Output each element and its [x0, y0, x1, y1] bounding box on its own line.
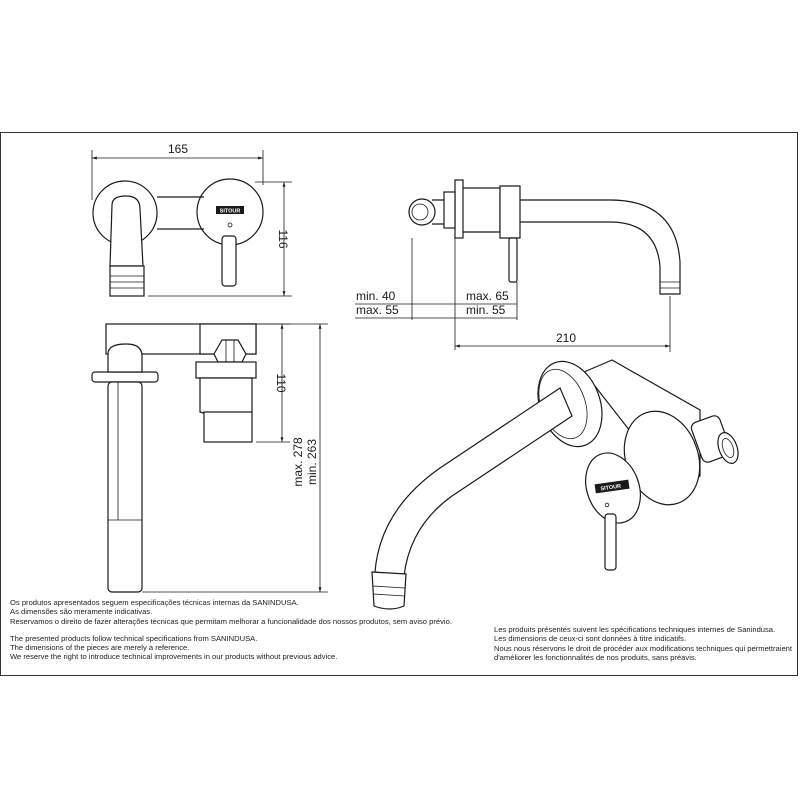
dimension-min-55: min. 55 — [466, 303, 506, 317]
notes-right: Les produits présentés suivent les spéci… — [494, 625, 792, 662]
dimension-210: 210 — [556, 331, 576, 345]
note-fr-1: Les produits présentés suivent les spéci… — [494, 625, 776, 634]
dimension-116: 116 — [276, 229, 290, 248]
note-fr-3: Nous nous réservons le droit de procéder… — [494, 643, 793, 653]
side-view: min. 40 max. 55 max. 65 min. 55 210 — [355, 179, 681, 352]
dimension-min-40: min. 40 — [356, 289, 396, 303]
top-view: 110 max. 278 min. 263 — [91, 323, 328, 593]
dimension-110: 110 — [274, 373, 288, 392]
notes-left: Os produtos apresentados seguem especifi… — [10, 598, 452, 662]
note-en-3: We reserve the right to introduce techni… — [10, 652, 338, 662]
note-en-1: The presented products follow technical … — [10, 633, 258, 643]
dimension-max-55: max. 55 — [356, 303, 399, 317]
logo-badge-perspective — [594, 479, 630, 494]
dimension-max-278: max. 278 — [291, 437, 305, 487]
dimension-165: 165 — [168, 142, 188, 156]
logo-text: SITOUR — [220, 209, 241, 215]
note-fr-2: Les dimensions de ceux-ci sont données à… — [494, 634, 687, 644]
dimension-min-263: min. 263 — [305, 439, 319, 485]
note-pt-3: Reservamos o direito de fazer alterações… — [10, 616, 452, 626]
note-pt-2: As dimensões são meramente indicativas. — [10, 607, 153, 617]
note-fr-4: d'améliorer les fonctionnalités de nos p… — [494, 652, 697, 662]
perspective-view: SITOUR — [371, 359, 739, 610]
dimension-max-65: max. 65 — [466, 289, 509, 303]
note-en-2: The dimensions of the pieces are merely … — [10, 643, 190, 653]
logo-text-perspective: SITOUR — [600, 484, 621, 493]
note-pt-1: Os produtos apresentados seguem especifi… — [10, 598, 299, 607]
front-view: 165 116 SITOUR — [91, 142, 292, 297]
logo-badge — [216, 206, 244, 214]
drawing-frame — [0, 132, 798, 676]
